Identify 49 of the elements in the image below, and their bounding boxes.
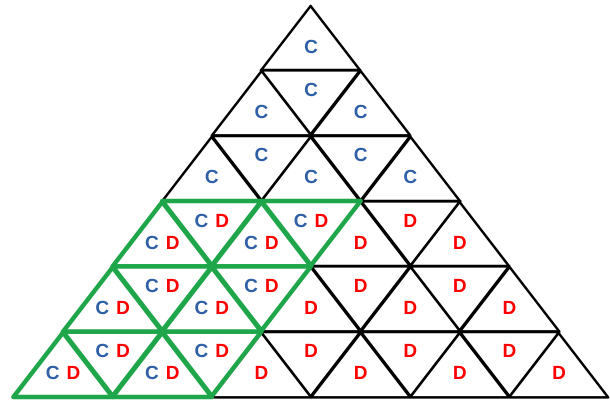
letter-label: D xyxy=(116,298,130,320)
letter-label: C xyxy=(304,80,318,102)
letter-label: C xyxy=(46,363,60,386)
letter-label: D xyxy=(215,298,230,320)
letter-label: C xyxy=(254,102,268,124)
triangle-cell xyxy=(261,5,361,70)
letter-label: C xyxy=(194,298,208,320)
letter-label: D xyxy=(403,341,418,364)
letter-label: D xyxy=(452,232,467,255)
letter-label: D xyxy=(264,276,279,298)
letter-label: C xyxy=(204,167,219,190)
letter-label: D xyxy=(166,232,180,255)
letter-label: D xyxy=(502,341,516,364)
letter-label: C xyxy=(294,210,308,233)
letter-label: C xyxy=(194,341,208,364)
letter-label: C xyxy=(144,276,159,298)
letter-label: D xyxy=(403,298,418,320)
letter-label: D xyxy=(314,210,328,233)
letter-label: D xyxy=(215,341,230,364)
letter-label: C xyxy=(144,232,159,255)
letter-label: D xyxy=(354,363,368,386)
letter-label: C xyxy=(254,145,268,168)
letter-label: C xyxy=(244,232,258,255)
letter-label: D xyxy=(66,363,80,386)
letter-label: D xyxy=(116,341,130,364)
letter-label: D xyxy=(452,276,467,298)
letter-label: C xyxy=(304,36,318,59)
letter-label: D xyxy=(452,363,467,386)
letter-label: C xyxy=(354,145,368,168)
letter-label: D xyxy=(304,341,318,364)
letter-label: C xyxy=(144,363,159,386)
letter-label: C xyxy=(194,210,208,233)
letter-label: D xyxy=(403,210,418,233)
letter-label: D xyxy=(166,363,180,386)
letter-label: D xyxy=(552,363,566,386)
letter-label: C xyxy=(304,167,318,190)
letter-label: D xyxy=(166,276,180,298)
letter-label: C xyxy=(95,341,110,364)
letter-label: C xyxy=(244,276,258,298)
letter-label: D xyxy=(215,210,230,233)
letter-label: D xyxy=(354,276,368,298)
letter-label: D xyxy=(304,298,318,320)
letter-label: C xyxy=(95,298,110,320)
letter-label: D xyxy=(264,232,279,255)
letter-label: D xyxy=(354,232,368,255)
letter-label: D xyxy=(254,363,268,386)
letter-label: C xyxy=(403,167,418,190)
letter-label: D xyxy=(502,298,516,320)
letter-label: C xyxy=(354,102,368,124)
